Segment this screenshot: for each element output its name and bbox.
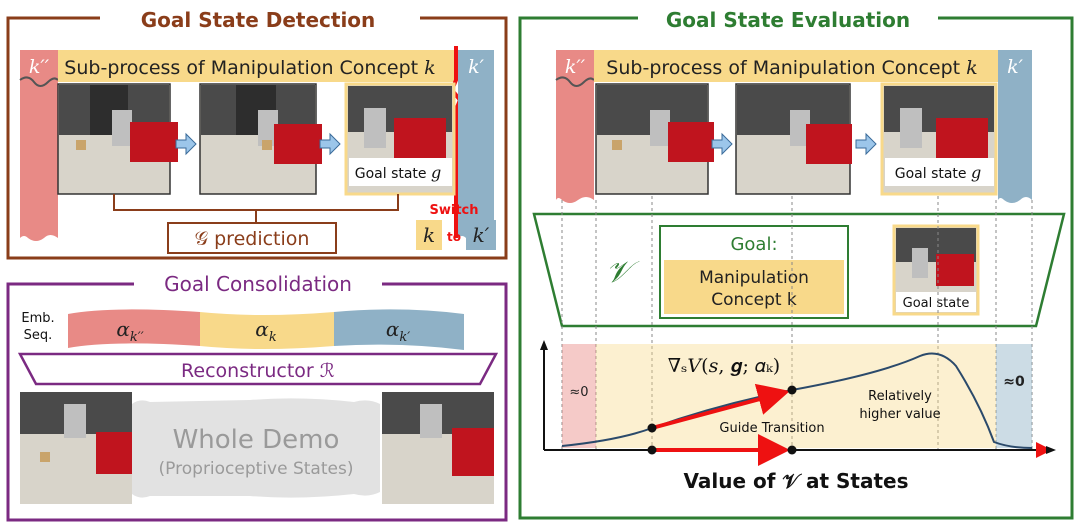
goal-state-frame: Goal state g	[880, 82, 998, 196]
plot-prev-region	[562, 344, 596, 448]
red-block-icon	[936, 118, 988, 162]
red-block-icon	[130, 122, 178, 162]
prev-concept-band	[556, 50, 594, 203]
red-block-icon	[394, 118, 446, 162]
next-concept-band	[458, 50, 494, 241]
alpha-prev-band	[68, 309, 200, 348]
alpha-prev-label: αk′′	[116, 317, 143, 345]
arrow-right-icon	[175, 132, 197, 156]
switch-boundary-line	[449, 46, 463, 238]
switch-label: Switch	[429, 203, 478, 218]
reconstructor-label: Reconstructor ℛ	[181, 360, 335, 382]
goal-state-thumb-label: Goal state	[903, 296, 970, 311]
whole-demo-label: Whole Demo	[173, 425, 340, 455]
right-zero-label: ≈0	[1003, 374, 1025, 390]
goal-concept-line2: Concept k	[711, 290, 797, 310]
switch-to-box	[466, 220, 496, 250]
reconstructor-trapezoid	[17, 352, 499, 386]
arrow-right-icon	[711, 132, 733, 156]
axis-point-start	[647, 445, 657, 455]
red-block-icon	[274, 124, 322, 164]
goal-state-frame: Goal state g	[344, 82, 456, 196]
subprocess-band	[594, 50, 998, 82]
red-block-icon	[936, 254, 974, 286]
demo-start-frame	[20, 392, 136, 504]
alpha-next-band	[334, 309, 464, 350]
robot-frame-1	[57, 83, 178, 195]
robot-frame-1	[595, 83, 714, 195]
alpha-next-label: αk′	[386, 317, 410, 345]
prev-concept-label: k′′	[565, 56, 586, 78]
gradient-arrow	[651, 383, 790, 430]
consolidation-title: Goal Consolidation	[164, 272, 352, 296]
goal-state-detection-panel: Goal State Detection k′′ Sub-process of …	[6, 6, 508, 260]
whole-demo-band	[132, 398, 380, 498]
subprocess-band	[58, 50, 454, 82]
emb-label-line2: Seq.	[24, 328, 53, 343]
gradient-label: ∇ₛ𝑉(𝑠, 𝒈; 𝛼ₖ)	[668, 355, 780, 377]
axis-caption: Value of 𝒱 at States	[683, 469, 908, 493]
detection-title: Goal State Detection	[141, 8, 376, 32]
prediction-label: 𝒢 prediction	[195, 228, 310, 250]
goal-concept-line1: Manipulation	[699, 268, 809, 288]
goal-heading: Goal:	[730, 234, 777, 255]
dashed-guides	[561, 196, 1033, 450]
next-concept-band	[998, 50, 1032, 203]
arrow-right-icon	[855, 132, 877, 156]
goal-consolidation-panel: Goal Consolidation Emb. Seq. αk′′ αk αk′…	[6, 270, 508, 522]
plot-next-region	[996, 344, 1032, 448]
next-concept-label: k′	[468, 56, 485, 78]
emb-label-line1: Emb.	[21, 311, 54, 326]
relative-label-line2: higher value	[859, 407, 940, 422]
arrow-right-icon	[319, 132, 341, 156]
alpha-cur-label: αk	[255, 317, 277, 345]
prediction-bracket	[113, 194, 399, 211]
state-point-goal	[787, 385, 797, 395]
goal-state-caption: Goal state g	[895, 163, 982, 182]
red-block-icon	[668, 122, 714, 162]
red-block-icon	[806, 124, 852, 164]
subprocess-label: Sub-process of Manipulation Concept k	[606, 57, 977, 79]
goal-concept-box	[664, 260, 844, 314]
relative-label-line1: Relatively	[868, 389, 932, 404]
state-point-start	[647, 423, 657, 433]
switch-to: k′	[473, 223, 490, 247]
prev-concept-band	[20, 50, 58, 241]
goal-state-evaluation-panel: Goal State Evaluation k′′ Sub-process of…	[518, 6, 1074, 520]
guide-transition-label: Guide Transition	[719, 421, 824, 436]
subprocess-label: Sub-process of Manipulation Concept k	[64, 57, 435, 79]
demo-end-frame	[382, 392, 494, 504]
prediction-box	[167, 222, 337, 254]
robot-frame-2	[199, 83, 322, 195]
band-wave-top	[19, 76, 59, 87]
switch-from: k	[423, 223, 435, 247]
goal-state-thumbnail	[892, 224, 980, 316]
next-concept-label: k′	[1007, 56, 1024, 78]
alpha-cur-band	[200, 312, 334, 349]
axis-point-goal	[787, 445, 797, 455]
y-axis-arrowhead	[540, 340, 548, 350]
detection-title-bg	[100, 6, 420, 32]
goal-state-caption: Goal state g	[355, 163, 442, 182]
plot-cur-region	[596, 344, 996, 448]
x-axis-arrowhead	[1046, 446, 1056, 454]
robot-frame-2	[735, 83, 852, 195]
switch-from-box	[416, 220, 442, 250]
prev-concept-label: k′′	[29, 56, 50, 78]
proprio-label: (Proprioceptive States)	[159, 459, 354, 479]
switch-to-word: to	[447, 230, 461, 244]
red-block-icon	[96, 432, 136, 474]
red-block-icon	[452, 428, 494, 476]
left-zero-label: ≈0	[569, 385, 588, 400]
evaluation-title: Goal State Evaluation	[666, 8, 910, 32]
